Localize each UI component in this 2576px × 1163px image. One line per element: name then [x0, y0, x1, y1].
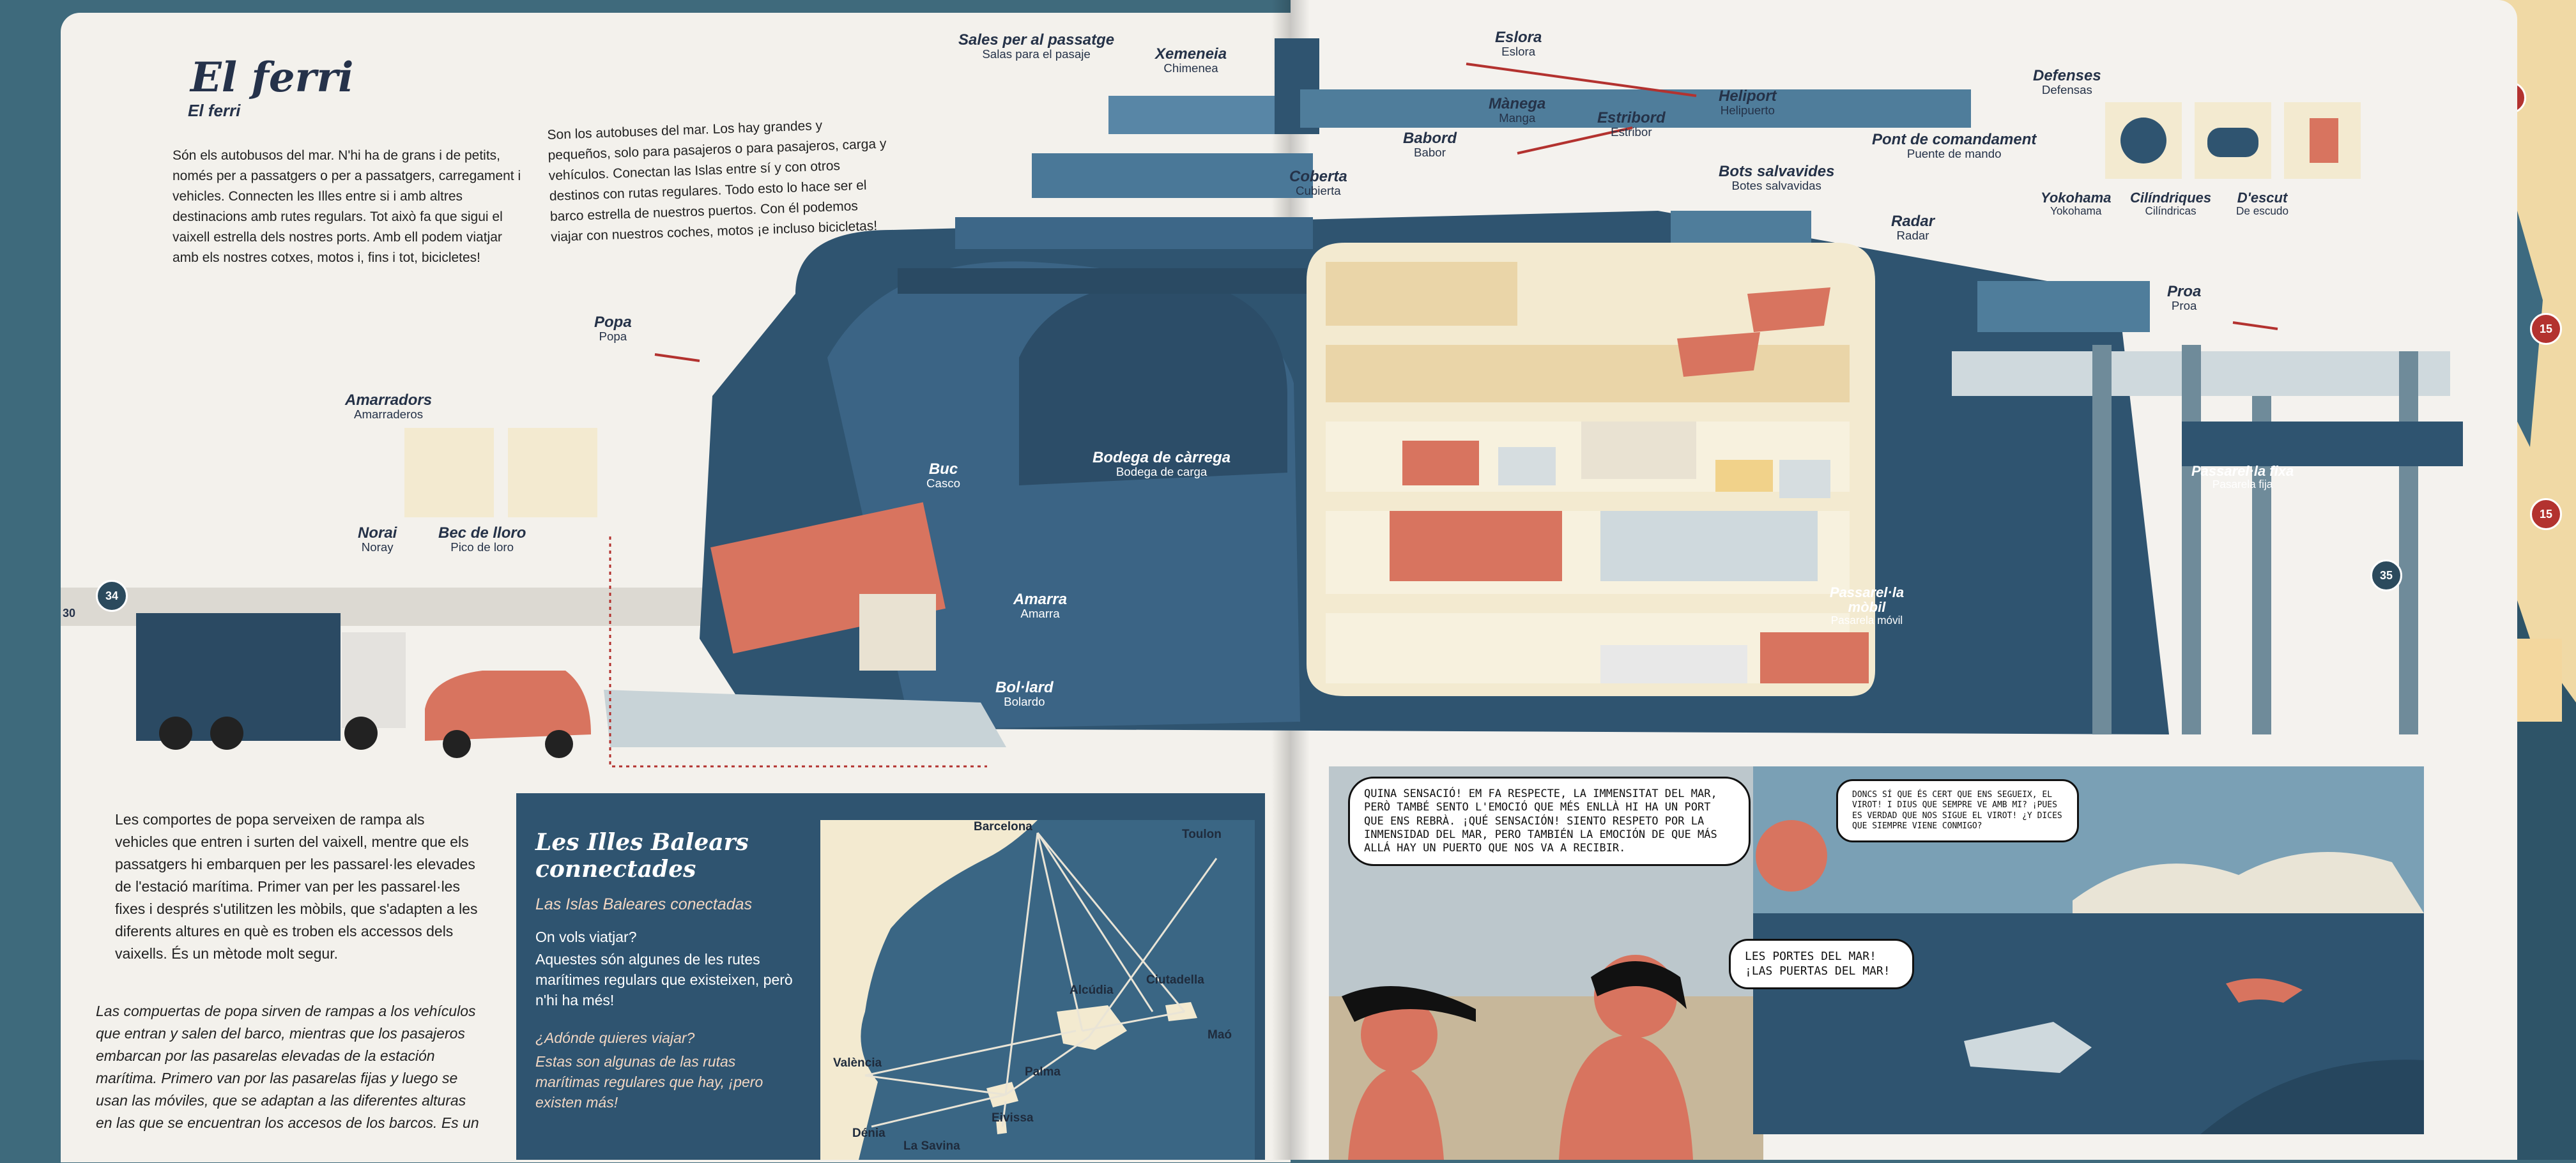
- background-map-left: [0, 0, 70, 1160]
- place-toulon: Toulon: [1182, 828, 1222, 841]
- page-number-right: 35: [2370, 559, 2402, 591]
- map-box-question-ca: On vols viatjar?: [535, 929, 637, 945]
- bottom-text-catalan: Les comportes de popa serveixen de rampa…: [115, 811, 478, 962]
- intro-text-catalan: Són els autobusos del mar. N'hi ha de gr…: [172, 148, 521, 265]
- route-map-graphic: [820, 820, 1218, 1160]
- speech-bubble-2: Les portes del mar! ¡Las puertas del mar…: [1729, 939, 1914, 989]
- bottom-text-spanish: Las compuertas de popa sirven de rampas …: [96, 1003, 479, 1131]
- place-denia: Dénia: [852, 1127, 885, 1140]
- page-title: El ferri: [190, 54, 354, 102]
- place-mao: Maó: [1208, 1028, 1232, 1042]
- place-palma: Palma: [1025, 1065, 1061, 1079]
- place-barcelona: Barcelona: [974, 820, 1032, 833]
- map-number-badge: 15: [2530, 498, 2562, 530]
- comic-panel-1: Quina sensació! Em fa respecte, la immen…: [1329, 766, 1914, 1160]
- speech-bubble-1: Quina sensació! Em fa respecte, la immen…: [1348, 777, 1751, 867]
- comic-panel-2: Doncs sí que és cert que ens segueix, el…: [1753, 766, 2424, 1134]
- ferry-illustration: [61, 38, 2463, 768]
- place-alcudia: Alcúdia: [1070, 984, 1114, 997]
- page-number-left-small: 30: [63, 607, 76, 620]
- page-number-left: 34: [96, 580, 128, 612]
- place-eivissa: Eivissa: [992, 1111, 1034, 1125]
- map-box-text-ca: Aquestes són algunes de les rutes maríti…: [535, 951, 793, 1009]
- map-box-question-es: ¿Adónde quieres viajar?: [535, 1030, 695, 1046]
- page-subtitle: El ferri: [188, 101, 241, 120]
- map-box-text-es: Estas son algunas de las rutas marítimas…: [535, 1053, 763, 1111]
- map-box-title: Les Illes Balears connectades: [535, 829, 749, 883]
- comic-illustration-1: [1329, 955, 1763, 1160]
- place-la-savina: La Savina: [903, 1139, 960, 1153]
- place-valencia: València: [833, 1056, 882, 1070]
- map-box: Les Illes Balears connectades Las Islas …: [516, 793, 1265, 1160]
- speech-bubble-3: Doncs sí que és cert que ens segueix, el…: [1836, 779, 2079, 842]
- map-number-badge: 15: [2530, 313, 2562, 345]
- route-map: Barcelona Toulon València Alcúdia Ciutad…: [820, 820, 1255, 1160]
- place-ciutadella: Ciutadella: [1146, 973, 1204, 987]
- map-box-subtitle: Las Islas Baleares conectadas: [535, 895, 753, 913]
